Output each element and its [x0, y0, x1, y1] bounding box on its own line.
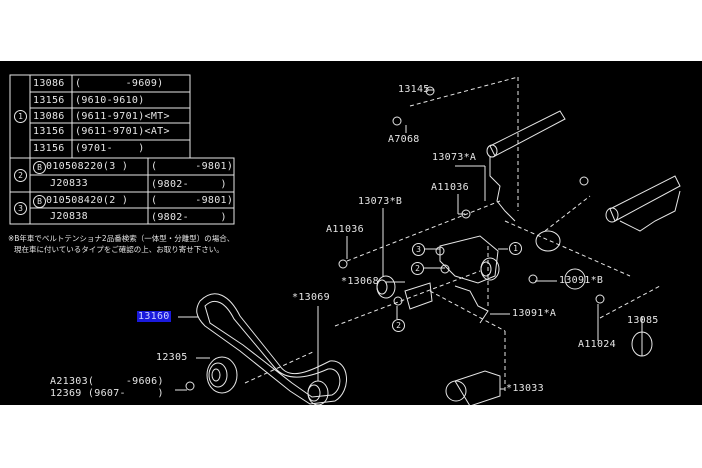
- date-range: ( -9609): [75, 78, 164, 89]
- callout-13091b[interactable]: 13091*B: [559, 275, 604, 286]
- leader-lines: [175, 89, 643, 391]
- part-number[interactable]: J20833: [50, 178, 88, 189]
- callout-marker-1[interactable]: 1: [509, 242, 522, 255]
- callout-a11036-upper[interactable]: A11036: [431, 182, 469, 193]
- callout-13068[interactable]: *13068: [341, 276, 379, 287]
- group-1-marker: 1: [14, 110, 27, 123]
- callout-marker-2-lower[interactable]: 2: [392, 319, 405, 332]
- note-line-1: ※B年車でベルトテンショナ2品番検索（一体型・分離型）の場合、: [8, 234, 235, 243]
- part-number[interactable]: 010508220(3 ): [46, 161, 129, 172]
- callout-marker-3[interactable]: 3: [412, 243, 425, 256]
- callout-12305[interactable]: 12305: [156, 352, 188, 363]
- date-range: (9802- ): [151, 179, 227, 190]
- callout-a11024[interactable]: A11024: [578, 339, 616, 350]
- callout-13145[interactable]: 13145: [398, 84, 430, 95]
- part-number[interactable]: 010508420(2 ): [46, 195, 129, 206]
- callout-13033[interactable]: *13033: [506, 383, 544, 394]
- callout-marker-2-upper[interactable]: 2: [411, 262, 424, 275]
- date-range: (9610-9610): [75, 95, 145, 106]
- group-2-marker: 2: [14, 169, 27, 182]
- part-number[interactable]: J20838: [50, 211, 88, 222]
- part-number[interactable]: 13156: [33, 126, 65, 137]
- group-3-marker: 3: [14, 202, 27, 215]
- bolt-prefix-marker: B: [33, 161, 46, 174]
- date-range: (9611-9701)<AT>: [75, 126, 170, 137]
- callout-a21303[interactable]: A21303( -9606): [50, 376, 164, 387]
- callout-13160-selected[interactable]: 13160: [137, 311, 171, 322]
- callout-13073b[interactable]: 13073*B: [358, 196, 403, 207]
- parts-diagram: 1 13086 ( -9609) 13156 (9610-9610) 13086…: [0, 61, 702, 405]
- callout-13069[interactable]: *13069: [292, 292, 330, 303]
- part-number[interactable]: 13156: [33, 143, 65, 154]
- callout-13073a[interactable]: 13073*A: [432, 152, 477, 163]
- date-range: ( -9801): [151, 195, 234, 206]
- date-range: ( -9801): [151, 161, 234, 172]
- note-line-2: 現在車に付いているタイプをご確認の上、お取り寄せ下さい。: [14, 245, 224, 254]
- callout-a11036-lower[interactable]: A11036: [326, 224, 364, 235]
- date-range: (9611-9701)<MT>: [75, 111, 170, 122]
- date-range: (9802- ): [151, 212, 227, 223]
- bolt-prefix-marker: B: [33, 195, 46, 208]
- callout-13085[interactable]: 13085: [627, 315, 659, 326]
- callout-a7068[interactable]: A7068: [388, 134, 420, 145]
- callout-12369[interactable]: 12369 (9607- ): [50, 388, 164, 399]
- part-number[interactable]: 13156: [33, 95, 65, 106]
- table-grid: [9, 74, 235, 225]
- part-number[interactable]: 13086: [33, 111, 65, 122]
- diagram-drawing: [9, 74, 681, 405]
- part-number[interactable]: 13086: [33, 78, 65, 89]
- date-range: (9701- ): [75, 143, 145, 154]
- callout-13091a[interactable]: 13091*A: [512, 308, 557, 319]
